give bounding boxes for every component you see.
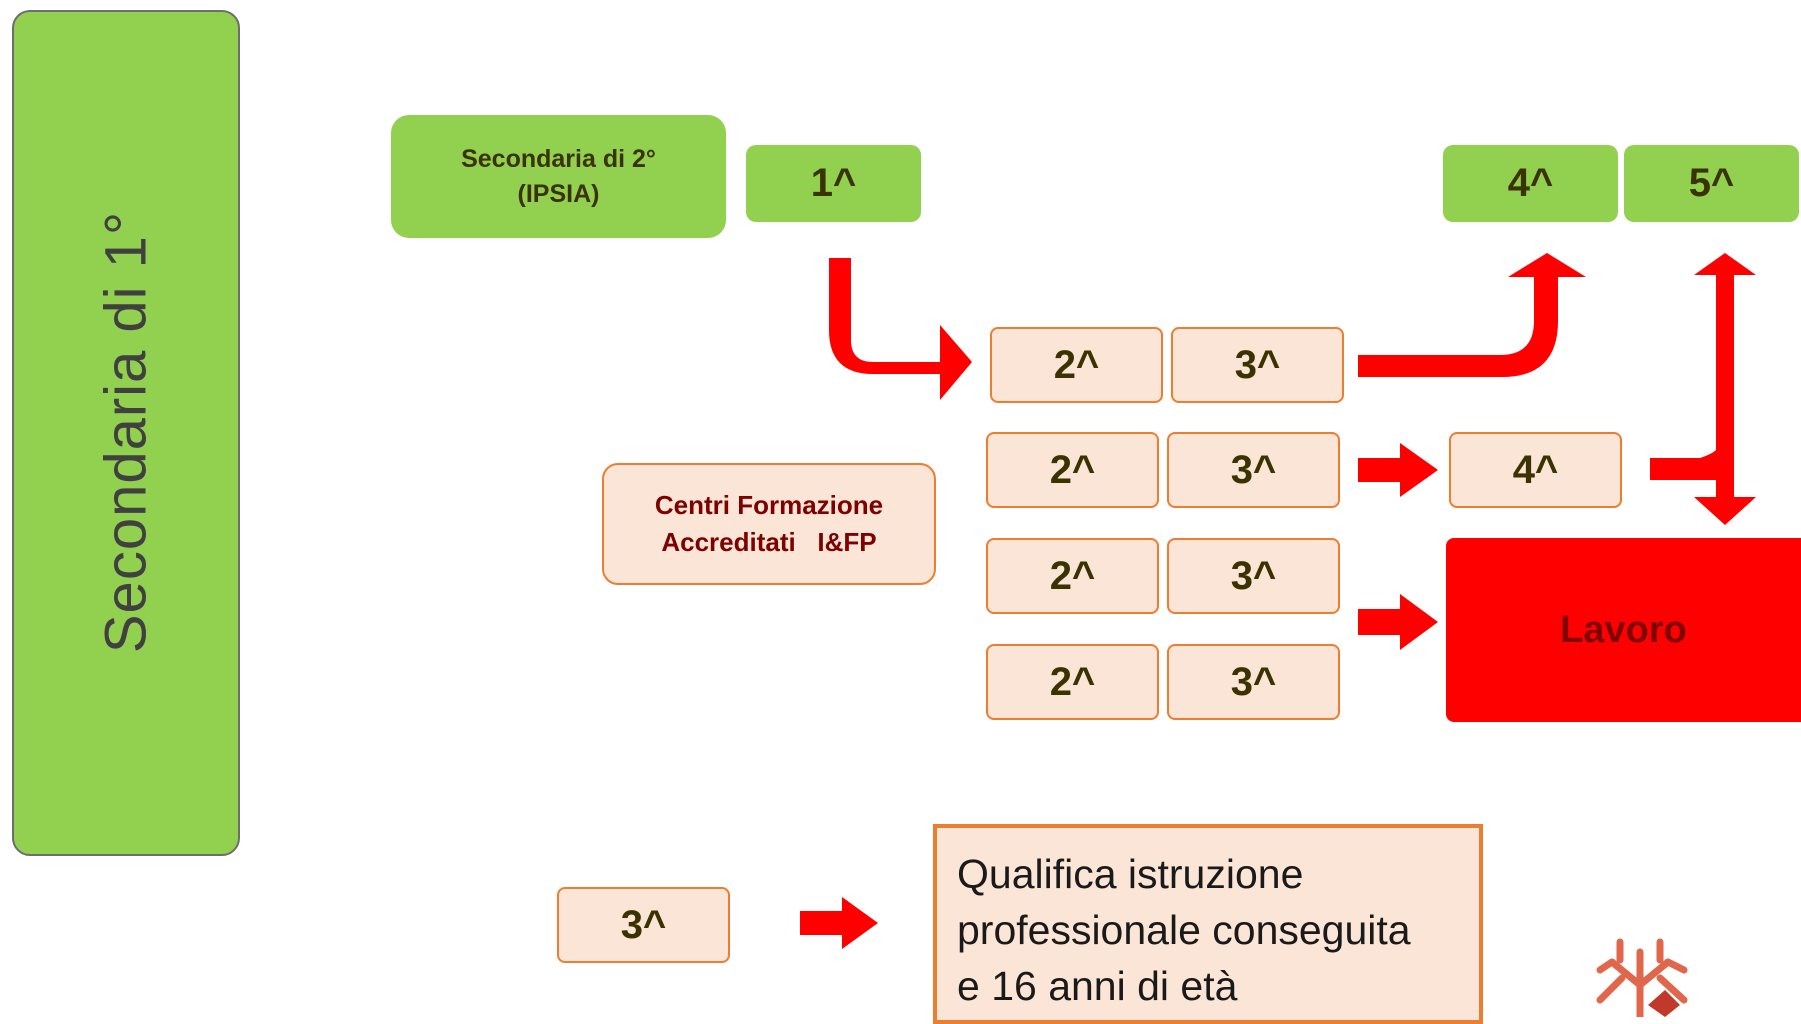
bottom-year-3: 3^ bbox=[557, 887, 730, 963]
arrow-1-to-2 bbox=[829, 258, 972, 400]
row4-year-2: 2^ bbox=[986, 644, 1159, 720]
qualifica-line2: professionale conseguita bbox=[957, 907, 1411, 953]
cfp-line1: Centri Formazione bbox=[654, 490, 884, 520]
ipsia-box: Secondaria di 2° (IPSIA) bbox=[391, 115, 726, 238]
ipsia-subtitle: (IPSIA) bbox=[517, 179, 600, 208]
qualifica-line1: Qualifica istruzione bbox=[957, 851, 1304, 897]
row2-year-2: 2^ bbox=[986, 432, 1159, 508]
arrow-bottom bbox=[800, 897, 878, 949]
row2-year-3: 3^ bbox=[1167, 432, 1340, 508]
arrow-row3 bbox=[1358, 594, 1438, 650]
centri-formazione-box: Centri Formazione Accreditati I&FP bbox=[602, 463, 936, 585]
year-1-ipsia: 1^ bbox=[746, 145, 921, 222]
cfp-line2: Accreditati I&FP bbox=[661, 527, 877, 557]
row2-year-4: 4^ bbox=[1449, 432, 1622, 508]
qualifica-line3: e 16 anni di età bbox=[957, 963, 1238, 1009]
lavoro-box: Lavoro bbox=[1446, 538, 1801, 722]
arrow-4-to-junction bbox=[1650, 446, 1730, 480]
year-4-ipsia: 4^ bbox=[1443, 145, 1618, 222]
logo-icon bbox=[1596, 938, 1688, 1017]
ipsia-title: Secondaria di 2° bbox=[461, 144, 656, 173]
arrow-3-to-4 bbox=[1358, 253, 1586, 377]
qualifica-box: Qualifica istruzione professionale conse… bbox=[933, 824, 1483, 1024]
row4-year-3: 3^ bbox=[1167, 644, 1340, 720]
row3-year-3: 3^ bbox=[1167, 538, 1340, 614]
year-5-ipsia: 5^ bbox=[1624, 145, 1799, 222]
row1-year-3: 3^ bbox=[1171, 327, 1344, 403]
sidebar-secondaria-primo-grado bbox=[12, 10, 240, 856]
row3-year-2: 2^ bbox=[986, 538, 1159, 614]
row1-year-2: 2^ bbox=[990, 327, 1163, 403]
logo-accent bbox=[1648, 990, 1680, 1017]
arrow-row2 bbox=[1358, 443, 1438, 497]
arrow-5-lavoro bbox=[1694, 253, 1756, 525]
